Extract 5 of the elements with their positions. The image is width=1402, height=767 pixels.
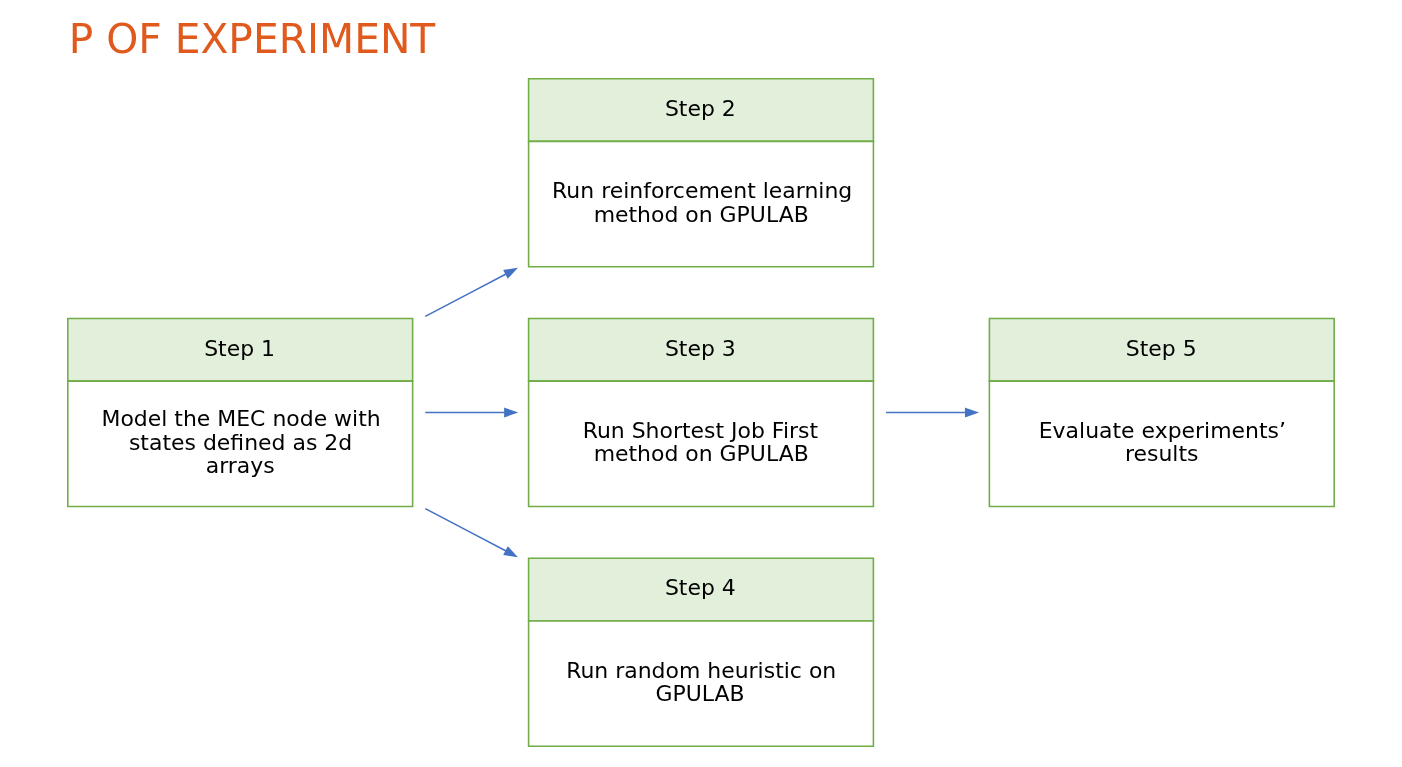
arrow [424,507,518,558]
arrow [424,407,519,418]
arrow [885,407,980,418]
diagram-title: P OF EXPERIMENT [68,15,436,64]
arrow [424,267,518,318]
